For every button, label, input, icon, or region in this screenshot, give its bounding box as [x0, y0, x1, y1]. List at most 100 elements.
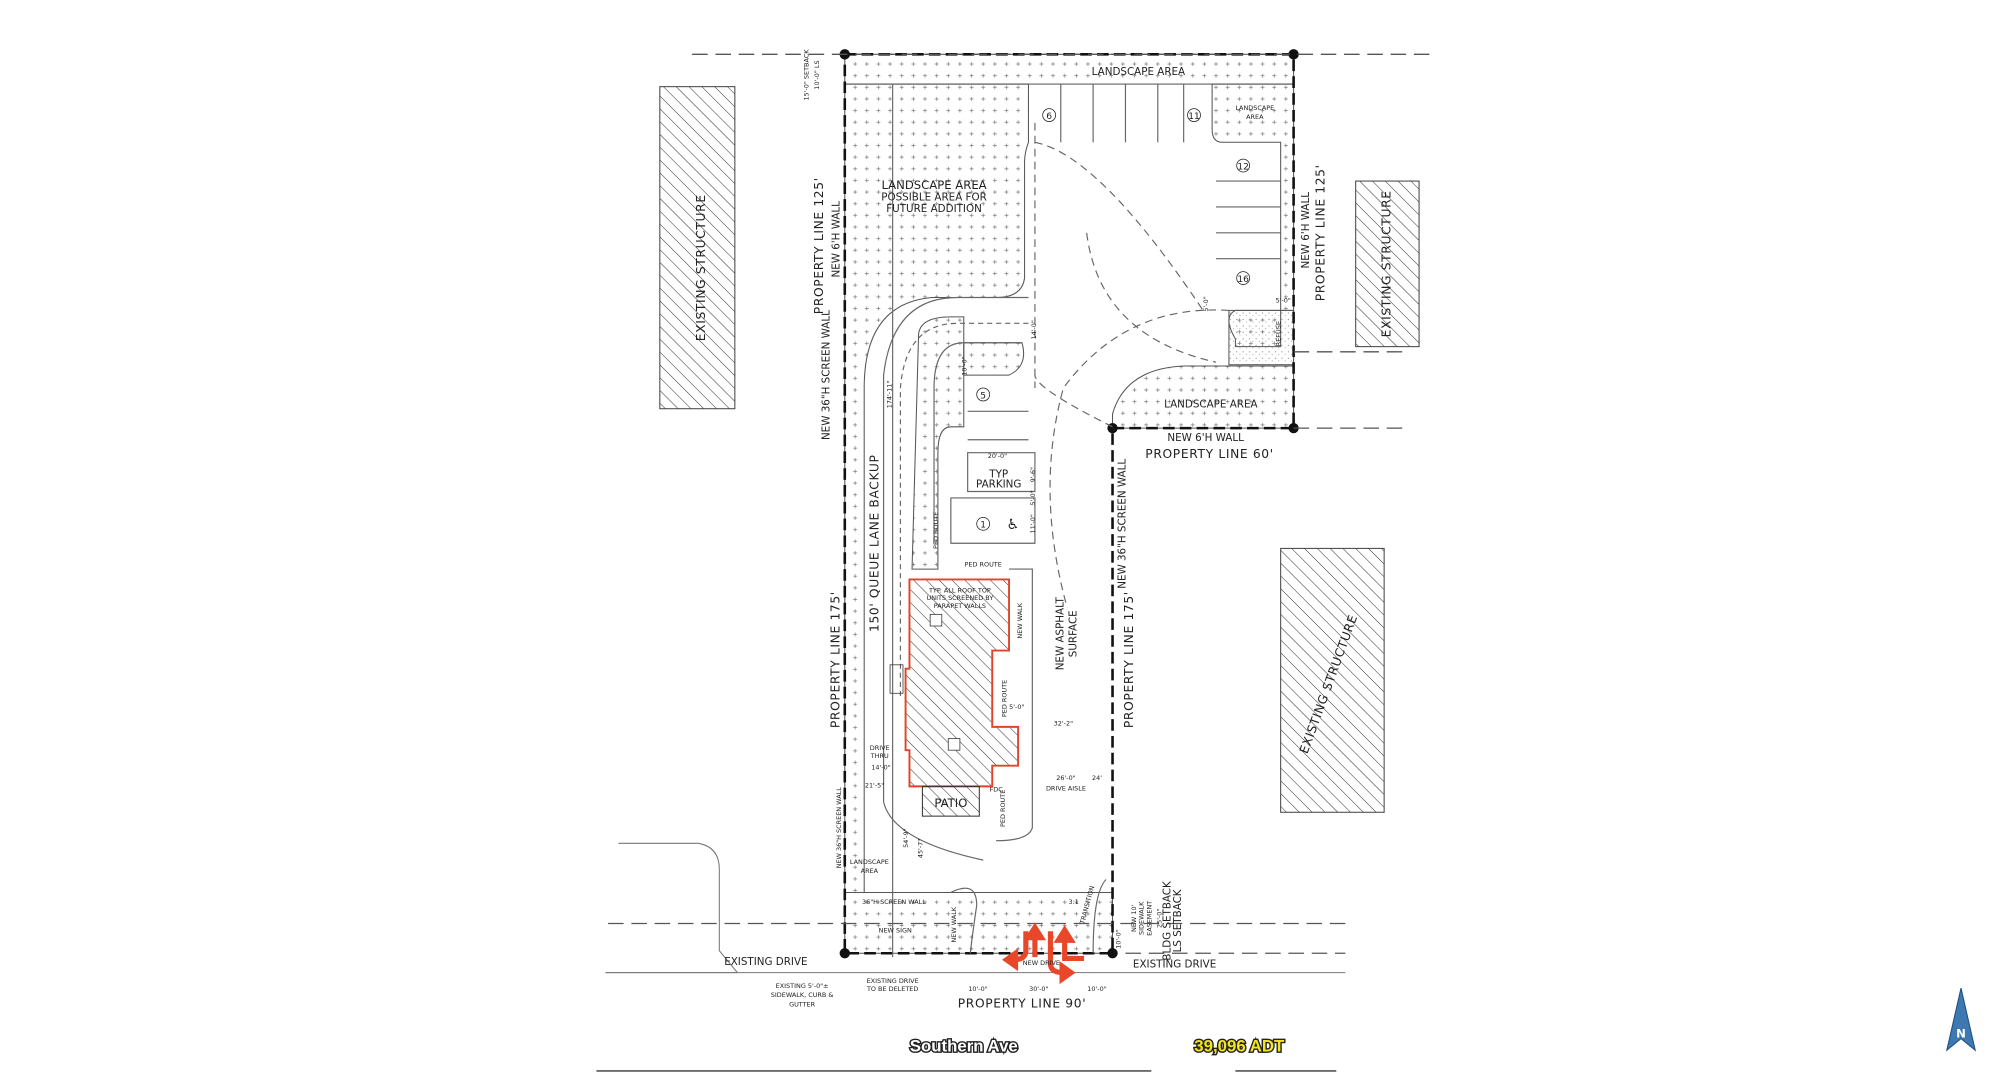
dimension: 14'-0": [1030, 320, 1038, 339]
dimension: 45'-7": [916, 839, 924, 858]
drive-deleted-note: TO BE DELETED: [866, 985, 918, 993]
landscape-area-label: LANDSCAPE: [850, 858, 889, 866]
refuse-label: REFUSE: [1275, 321, 1283, 346]
setback-label: 15'-0" SETBACK: [803, 49, 811, 101]
ped-route-label: PED ROUTE: [999, 790, 1007, 827]
dimension: 11'-0": [1029, 514, 1037, 533]
dimension: 5'-0": [1276, 297, 1291, 305]
stall-numbers: [976, 108, 1251, 531]
easement-note: EASEMENT: [1145, 901, 1153, 936]
drive-thru-lane: [883, 84, 1281, 958]
patio: PATIO: [921, 785, 980, 817]
accessible-parking-icon: ♿: [1006, 517, 1019, 533]
ped-route-label: PED ROUTE: [1000, 680, 1008, 717]
stall-number: 6: [1046, 112, 1052, 122]
patio-label: PATIO: [934, 796, 967, 810]
drive-thru-label: THRU: [870, 752, 889, 760]
dimension: 174'-11": [885, 381, 893, 409]
fdc-label: FDC: [990, 786, 1004, 794]
new-walk-label: NEW WALK: [950, 906, 958, 942]
dimension: 10'-0": [968, 985, 987, 993]
dimension: 21'-5": [865, 782, 884, 790]
stall-number: 12: [1237, 162, 1249, 172]
property-line-label: PROPERTY LINE 60': [1145, 447, 1273, 461]
new-walk-label: NEW WALK: [1016, 602, 1024, 638]
screen-wall-label: NEW 36"H SCREEN WALL: [835, 787, 843, 869]
queue-label: 150' QUEUE LANE BACKUP: [867, 454, 881, 631]
stall-number: 5: [980, 391, 986, 401]
property-line-label: PROPERTY LINE 90': [958, 997, 1086, 1011]
drive-thru-label: DRIVE: [870, 744, 890, 752]
typ-parking-label: PARKING: [976, 479, 1021, 491]
property-line-label: PROPERTY LINE 175': [1122, 591, 1136, 728]
street-name: Southern Ave: [910, 1037, 1018, 1056]
asphalt-label: SURFACE: [1067, 610, 1079, 657]
landscape-areas: [844, 53, 1295, 954]
new-drive-label: NEW DRIVE: [1023, 959, 1060, 967]
sidewalk-note: EXISTING 5'-0"±: [776, 982, 829, 990]
dimension: 5'-0": [1029, 490, 1037, 505]
adjacent-lines: [608, 53, 1430, 954]
asphalt-label: NEW ASPHALT: [1054, 597, 1066, 671]
landscape-area-label: AREA: [1246, 113, 1264, 121]
dimension: 10'-0": [960, 356, 968, 375]
dimension: 54'-9": [902, 828, 910, 847]
dimension: 25'-0": [1156, 909, 1164, 928]
existing-drive-label: EXISTING DRIVE: [724, 956, 807, 968]
wall-label: NEW 6'H WALL: [831, 201, 843, 278]
rooftop-note: PARAPET WALLS: [934, 602, 986, 610]
adt-count: 39,096 ADT: [1194, 1037, 1285, 1056]
easement-note: SIDEWALK: [1138, 901, 1146, 935]
property-line-label: PROPERTY LINE 125': [812, 177, 826, 314]
dimension: 5'-0": [1009, 703, 1024, 711]
access-arrows: [1002, 922, 1085, 985]
north-label: N: [1956, 1026, 1966, 1040]
screen-wall-label: NEW 36"H SCREEN WALL: [1116, 459, 1128, 589]
setback-label: BLDG SETBACK: [1162, 881, 1174, 961]
dimension: 5'-0": [1202, 296, 1210, 311]
property-line-label: PROPERTY LINE 175': [829, 591, 843, 728]
screen-wall-label: 36"H SCREEN WALL: [862, 898, 926, 906]
drive-deleted-note: EXISTING DRIVE: [867, 977, 919, 985]
dimension: 14'-0": [871, 764, 890, 772]
existing-structure-west: EXISTING STRUCTURE: [659, 86, 736, 410]
easement-note: NEW 10': [1130, 904, 1138, 932]
stall-number: 1: [980, 521, 986, 531]
dimension: 24': [1092, 774, 1102, 782]
dimension: 10'-0": [1087, 985, 1106, 993]
rooftop-note: UNITS SCREENED BY: [927, 594, 994, 602]
setback-label: 10'-0" LS: [813, 60, 821, 89]
new-sign-label: NEW SIGN: [879, 927, 912, 935]
existing-structure-label: EXISTING STRUCTURE: [694, 194, 708, 341]
existing-drive-label: EXISTING DRIVE: [1133, 958, 1216, 970]
transition-label: 3:1: [1069, 898, 1079, 906]
existing-structure-southeast: EXISTING STRUCTURE: [1280, 547, 1385, 813]
stall-number: 16: [1237, 275, 1249, 285]
dimension: 10'-0": [1114, 929, 1122, 948]
street-edges: [596, 842, 1346, 1072]
future-addition-label: FUTURE ADDITION: [886, 203, 982, 215]
drive-aisle-label: DRIVE AISLE: [1046, 784, 1086, 792]
existing-structure-northeast: EXISTING STRUCTURE: [1355, 180, 1420, 348]
landscape-area-label: LANDSCAPE AREA: [881, 178, 986, 192]
stall-number: 11: [1188, 112, 1200, 122]
ped-route-label: PED ROUTE: [965, 561, 1002, 569]
dimension: 9'-6": [1029, 467, 1037, 482]
dimension: 30'-0": [1029, 985, 1048, 993]
property-line-label: PROPERTY LINE 125': [1314, 164, 1328, 301]
north-arrow-icon: N: [1945, 988, 1977, 1052]
screen-wall-label: NEW 36"H SCREEN WALL: [820, 310, 832, 440]
dimension: 20'-0": [988, 452, 1007, 460]
rooftop-note: TYP. ALL ROOF TOP: [928, 586, 991, 594]
dimension: 32'-2": [1054, 720, 1073, 728]
future-addition-label: POSSIBLE AREA FOR: [881, 191, 987, 203]
dimension: 26'-0": [1056, 774, 1075, 782]
setback-label: LS SETBACK: [1172, 889, 1184, 952]
sidewalk-note: SIDEWALK, CURB &: [771, 991, 834, 999]
building: [889, 578, 1020, 788]
wall-label: NEW 6'H WALL: [1300, 192, 1312, 269]
typ-parking-label: TYP: [988, 468, 1008, 480]
landscape-area-label: LANDSCAPE: [1235, 104, 1274, 112]
landscape-area-label: LANDSCAPE AREA: [1164, 398, 1257, 410]
